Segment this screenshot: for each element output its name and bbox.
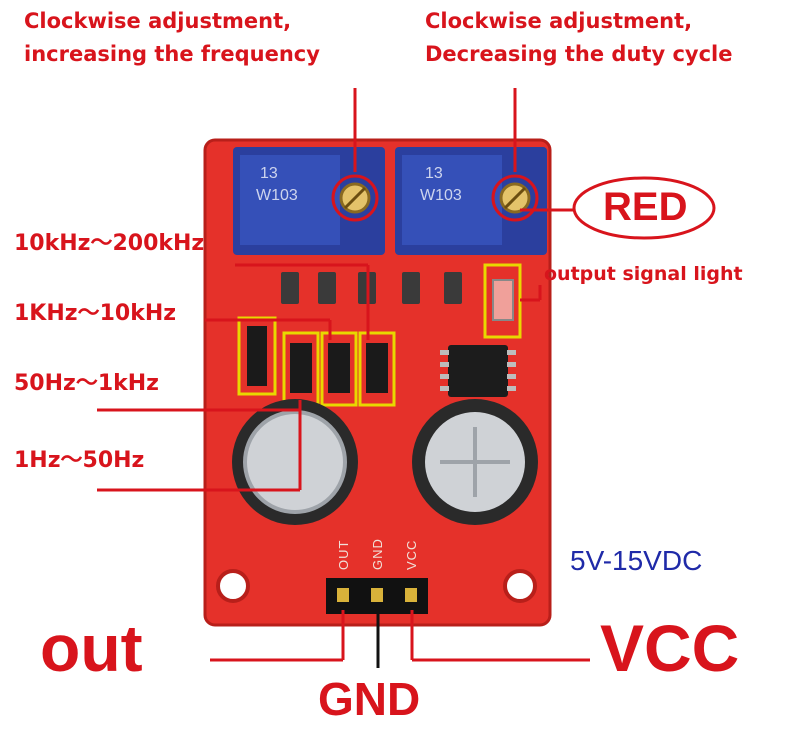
vcc-pin-label: VCC — [600, 611, 740, 685]
pot-label: 13 — [425, 165, 443, 182]
range-50hz-1khz: 50Hz～1kHz — [14, 371, 159, 396]
red-ellipse — [572, 176, 716, 240]
jumper-headers — [237, 316, 396, 407]
duty-potentiometer: 13 W103 — [395, 147, 547, 255]
pot-code: W103 — [256, 187, 298, 204]
frequency-potentiometer: 13 W103 — [233, 147, 385, 255]
freq-adjust-line1: Clockwise adjustment, — [24, 9, 292, 33]
voltage-label: 5V-15VDC — [570, 545, 703, 576]
indicator-color-label: RED — [603, 185, 688, 229]
capacitor-left — [232, 399, 358, 525]
pot-label: 13 — [260, 165, 278, 182]
silk-out: OUT — [336, 540, 351, 570]
mounting-hole — [216, 569, 250, 603]
output-signal-light-label: output signal light — [544, 263, 743, 285]
silk-gnd: GND — [370, 538, 385, 570]
range-1hz-50hz: 1Hz～50Hz — [14, 448, 145, 473]
output-led — [492, 279, 514, 321]
annotation-lines — [97, 88, 590, 662]
duty-adjust-line1: Clockwise adjustment, — [425, 9, 693, 33]
freq-adjust-line2: increasing the frequency — [24, 42, 320, 67]
silk-vcc: VCC — [404, 540, 419, 570]
range-1khz-10khz: 1KHz～10kHz — [14, 301, 177, 326]
out-pin-label: out — [40, 611, 143, 685]
mounting-hole — [503, 569, 537, 603]
pot-code: W103 — [420, 187, 462, 204]
duty-adjust-callout: Clockwise adjustment, Decreasing the dut… — [425, 9, 733, 67]
freq-adjust-callout: Clockwise adjustment, increasing the fre… — [24, 9, 320, 67]
gnd-pin-label: GND — [318, 673, 421, 725]
ne555-chip — [448, 345, 508, 397]
range-10khz-200khz: 10kHz～200kHz — [14, 231, 205, 256]
duty-adjust-line2: Decreasing the duty cycle — [425, 42, 733, 67]
capacitor-right — [412, 399, 538, 525]
